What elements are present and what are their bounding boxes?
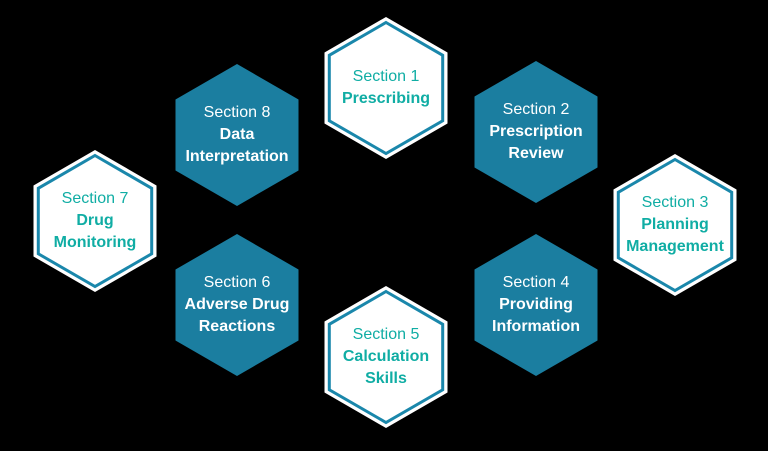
hexagon-section-8: Section 8 Data Interpretation bbox=[174, 62, 300, 208]
section-title: Adverse Drug Reactions bbox=[184, 296, 290, 335]
hexagon-section-1: Section 1 Prescribing bbox=[323, 15, 449, 161]
hexagon-section-5: Section 5 Calculation Skills bbox=[323, 284, 449, 430]
hexagon-shape bbox=[474, 61, 598, 203]
hexagon-shape bbox=[324, 17, 448, 159]
section-number: Section 8 bbox=[203, 104, 271, 121]
hexagon-label: Section 3 Planning Management bbox=[620, 160, 730, 290]
hexagon-section-2: Section 2 Prescription Review bbox=[473, 59, 599, 205]
section-number: Section 1 bbox=[352, 68, 420, 85]
hexagon-shape bbox=[474, 234, 598, 376]
hexagon-label: Section 8 Data Interpretation bbox=[182, 70, 292, 200]
hexagon-label: Section 6 Adverse Drug Reactions bbox=[182, 240, 292, 370]
section-title: Drug Monitoring bbox=[53, 212, 137, 251]
section-title: Planning Management bbox=[626, 216, 724, 255]
section-number: Section 2 bbox=[502, 101, 570, 118]
hexagon-label: Section 2 Prescription Review bbox=[481, 67, 591, 197]
section-title: Prescription Review bbox=[489, 123, 583, 162]
section-title: Prescribing bbox=[341, 90, 431, 107]
hexagon-label: Section 1 Prescribing bbox=[331, 23, 441, 153]
section-number: Section 3 bbox=[641, 194, 709, 211]
hexagon-shape bbox=[175, 64, 299, 206]
section-title: Data Interpretation bbox=[185, 126, 289, 165]
hexagon-shape bbox=[324, 286, 448, 428]
hexagon-shape bbox=[175, 234, 299, 376]
hexagon-section-7: Section 7 Drug Monitoring bbox=[32, 148, 158, 294]
hexagon-label: Section 4 Providing Information bbox=[481, 240, 591, 370]
section-number: Section 5 bbox=[352, 326, 420, 343]
section-title: Calculation Skills bbox=[342, 348, 430, 387]
hexagon-shape bbox=[33, 150, 157, 292]
hexagon-section-3: Section 3 Planning Management bbox=[612, 152, 738, 298]
section-number: Section 4 bbox=[502, 274, 570, 291]
hexagon-label: Section 5 Calculation Skills bbox=[331, 292, 441, 422]
section-number: Section 6 bbox=[203, 274, 271, 291]
hexagon-section-4: Section 4 Providing Information bbox=[473, 232, 599, 378]
hexagon-label: Section 7 Drug Monitoring bbox=[40, 156, 150, 286]
hexagon-shape bbox=[613, 154, 737, 296]
section-title: Providing Information bbox=[492, 296, 580, 335]
section-number: Section 7 bbox=[61, 190, 129, 207]
hexagon-section-6: Section 6 Adverse Drug Reactions bbox=[174, 232, 300, 378]
